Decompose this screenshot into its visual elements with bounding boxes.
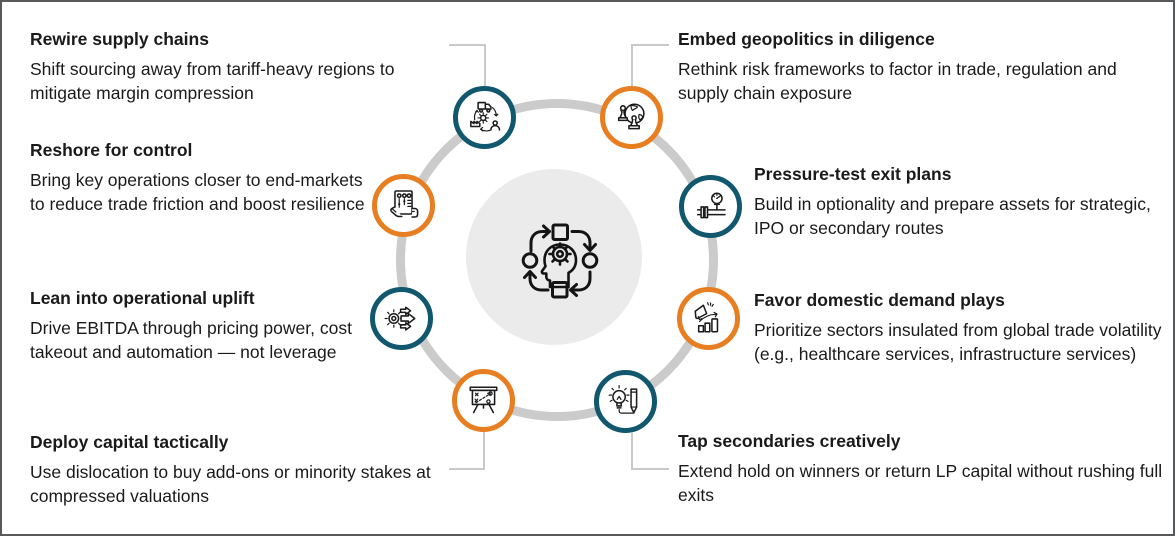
node-tap-secondaries	[594, 370, 657, 433]
item-title: Reshore for control	[30, 140, 193, 160]
item-title: Favor domestic demand plays	[754, 290, 1005, 310]
item-reshore-for-control: Reshore for control Bring key operations…	[30, 139, 368, 216]
node-operational-uplift	[370, 287, 433, 350]
item-description: Build in optionality and prepare assets …	[754, 194, 1151, 238]
connector-embed-v	[631, 44, 633, 87]
item-description: Drive EBITDA through pricing power, cost…	[30, 318, 352, 362]
connector-rewire-v	[484, 44, 486, 87]
connector-deploy-v	[483, 432, 485, 470]
item-title: Lean into operational uplift	[30, 288, 255, 308]
lightbulb-pencil-icon	[608, 385, 638, 414]
node-reshore-for-control	[372, 174, 435, 237]
item-description: Rethink risk frameworks to factor in tra…	[678, 59, 1117, 103]
head-gear-process-cycle-icon	[521, 223, 599, 299]
item-description: Use dislocation to buy add-ons or minori…	[30, 462, 431, 506]
item-title: Rewire supply chains	[30, 29, 209, 49]
connector-deploy	[449, 468, 485, 470]
megaphone-growth-chart-icon	[694, 302, 719, 333]
item-domestic-demand: Favor domestic demand plays Prioritize s…	[754, 289, 1170, 366]
connector-rewire	[449, 44, 485, 46]
node-rewire-supply-chains	[453, 86, 516, 149]
item-embed-geopolitics: Embed geopolitics in diligence Rethink r…	[678, 28, 1170, 105]
node-pressure-test-exits	[679, 175, 742, 238]
node-domestic-demand	[677, 287, 740, 350]
item-title: Embed geopolitics in diligence	[678, 29, 935, 49]
connector-embed	[632, 44, 669, 46]
supply-chain-cycle-icon	[470, 101, 501, 132]
globe-chess-icon	[617, 103, 645, 130]
item-description: Extend hold on winners or return LP capi…	[678, 461, 1163, 505]
item-title: Tap secondaries creatively	[678, 431, 901, 451]
item-description: Shift sourcing away from tariff-heavy re…	[30, 59, 395, 103]
item-description: Bring key operations closer to end-marke…	[30, 170, 365, 214]
connector-tap-v	[631, 433, 633, 470]
item-operational-uplift: Lean into operational uplift Drive EBITD…	[30, 287, 368, 364]
connector-tap	[631, 468, 669, 470]
pressure-gauge-icon	[696, 192, 726, 219]
item-description: Prioritize sectors insulated from global…	[754, 320, 1162, 364]
strategy-board-icon	[469, 386, 498, 414]
item-deploy-capital: Deploy capital tactically Use dislocatio…	[30, 431, 444, 508]
control-panel-hands-icon	[390, 190, 419, 218]
item-rewire-supply-chains: Rewire supply chains Shift sourcing away…	[30, 28, 442, 105]
gear-speed-arrows-icon	[384, 306, 416, 331]
item-title: Pressure-test exit plans	[754, 164, 952, 184]
item-title: Deploy capital tactically	[30, 432, 229, 452]
node-embed-geopolitics	[600, 86, 663, 149]
node-deploy-capital	[452, 369, 515, 432]
cycle-ring	[396, 99, 718, 421]
item-tap-secondaries: Tap secondaries creatively Extend hold o…	[678, 430, 1172, 507]
item-pressure-test-exits: Pressure-test exit plans Build in option…	[754, 163, 1160, 240]
